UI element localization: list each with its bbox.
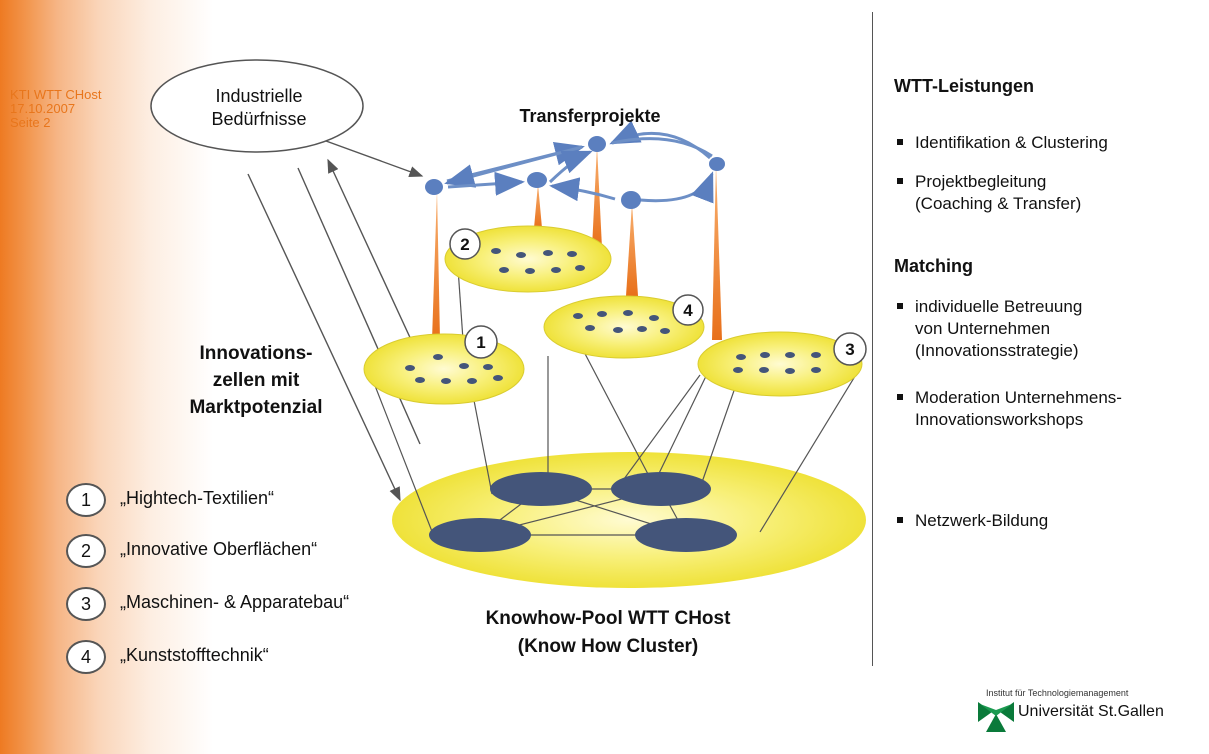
knowhow-pool-line2: (Know How Cluster) [518, 636, 699, 657]
flow-arrows [247, 128, 424, 502]
svg-text:2: 2 [460, 235, 469, 254]
badge-1: 1 [464, 325, 498, 359]
legend-number: 2 [66, 534, 106, 568]
bullet-icon [897, 393, 903, 400]
slide-meta: KTI WTT CHost 17.10.2007 Seite 2 [10, 88, 101, 130]
badge-2: 2 [449, 228, 481, 260]
pool-network [429, 472, 737, 552]
legend-number: 4 [66, 640, 106, 674]
meta-title: KTI WTT CHost [10, 87, 102, 102]
pool-node [429, 518, 531, 552]
svg-text:4: 4 [683, 301, 693, 320]
badge-3: 3 [833, 332, 867, 366]
industrial-needs-line2: Bedürfnisse [211, 109, 306, 129]
innovation-cell-1 [363, 333, 525, 405]
bullet-icon [897, 516, 903, 523]
logo-name: Universität St.Gallen [1018, 703, 1164, 720]
service-item-project-support: Projektbegleitung (Coaching & Transfer) [897, 171, 1081, 215]
transfer-project-nodes [425, 136, 725, 209]
badge-4: 4 [672, 294, 704, 326]
project-node [588, 136, 606, 152]
innovation-cells-label: Innovations- zellen mit Marktpotenzial [189, 343, 322, 418]
arrow-to-pool [247, 173, 401, 502]
project-node [527, 172, 547, 188]
legend-label: „Maschinen- & Apparatebau“ [120, 592, 350, 612]
innovation-cells-line1: Innovations- [200, 343, 313, 364]
service-item-individual-support: individuelle Betreuung von Unternehmen (… [897, 296, 1082, 362]
services-heading: WTT-Leistungen [894, 76, 1034, 96]
vertical-divider [872, 12, 873, 666]
cell-number-badges: 2 4 1 3 [449, 228, 867, 366]
innovation-cell-3 [697, 331, 863, 397]
industrial-needs-line1: Industrielle [215, 86, 302, 106]
legend-label: „Innovative Oberflächen“ [120, 539, 318, 559]
service-item-networking: Netzwerk-Bildung [897, 510, 1048, 532]
logo-caption: Institut für Technologiemanagement [986, 688, 1129, 698]
pool-node [611, 472, 711, 506]
meta-page: Seite 2 [10, 115, 51, 130]
bullet-icon [897, 138, 903, 145]
knowhow-pool-label: Knowhow-Pool WTT CHost (Know How Cluster… [486, 608, 732, 657]
pool-node [635, 518, 737, 552]
project-node [621, 191, 641, 209]
transfer-spikes [432, 146, 722, 340]
project-node [425, 179, 443, 195]
innovation-cells-line2: zellen mit [213, 370, 300, 391]
service-item-identification: Identifikation & Clustering [897, 132, 1108, 154]
knowhow-pool-line1: Knowhow-Pool WTT CHost [486, 608, 732, 629]
project-node [709, 157, 725, 171]
legend-label: „Hightech-Textilien“ [120, 488, 275, 508]
legend-number: 1 [66, 483, 106, 517]
innovation-cell-2 [444, 225, 612, 293]
meta-date: 17.10.2007 [10, 101, 76, 116]
legend-label: „Kunststofftechnik“ [120, 645, 269, 665]
matching-heading: Matching [894, 256, 973, 276]
industrial-needs-ellipse [150, 59, 364, 153]
innovation-cell-4 [543, 295, 705, 359]
bullet-icon [897, 177, 903, 184]
transfer-projects-label: Transferprojekte [519, 106, 660, 126]
cluster-diagram: Industrielle Bedürfnisse Transferprojekt… [150, 59, 867, 657]
arrow-to-cells [327, 158, 414, 345]
svg-text:3: 3 [845, 340, 854, 359]
pool-node [490, 472, 592, 506]
svg-text:1: 1 [476, 333, 485, 352]
innovation-cells-line3: Marktpotenzial [189, 397, 322, 418]
transfer-project-network [444, 120, 714, 204]
legend-number: 3 [66, 587, 106, 621]
service-item-moderation: Moderation Unternehmens- Innovationswork… [897, 387, 1122, 431]
university-logo-icon [978, 702, 1014, 732]
bullet-icon [897, 302, 903, 309]
